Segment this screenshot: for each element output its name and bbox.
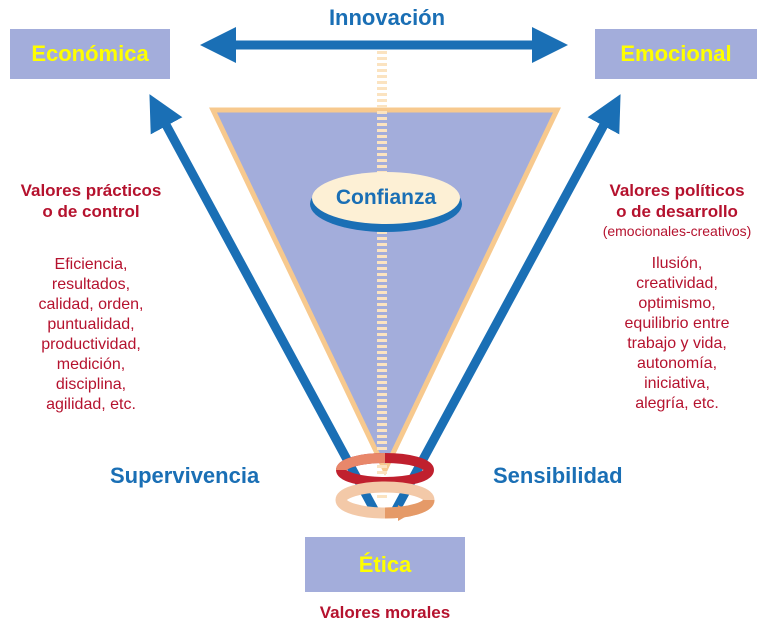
list-item: Eficiencia, xyxy=(54,256,128,273)
edge-innovacion-label: Innovación xyxy=(328,5,446,30)
list-item: creatividad, xyxy=(636,275,718,292)
left-values-block: Valores prácticos o de control Eficienci… xyxy=(0,180,182,415)
right-values-list: Ilusión, creatividad, optimismo, equilib… xyxy=(583,254,771,414)
confidence-triangle xyxy=(209,107,561,476)
left-values-title-2: o de control xyxy=(42,202,140,221)
list-item: agilidad, etc. xyxy=(46,396,136,413)
list-item: autonomía, xyxy=(636,355,718,372)
node-emocional: Emocional xyxy=(595,29,757,79)
left-values-title-1: Valores prácticos xyxy=(20,181,162,200)
list-item: resultados, xyxy=(51,276,131,293)
confianza-label: Confianza xyxy=(335,186,437,209)
cycle-arrow-head xyxy=(398,505,412,521)
survival-arrow xyxy=(149,94,381,518)
list-item: puntualidad, xyxy=(47,316,135,333)
list-item: iniciativa, xyxy=(644,375,710,392)
confidence-oval xyxy=(312,172,460,224)
cycle-ring-front-right xyxy=(384,498,435,519)
list-item: Ilusión, xyxy=(651,255,703,272)
right-values-subtitle: (emocionales-creativos) xyxy=(602,223,752,239)
list-item: optimismo, xyxy=(638,295,716,312)
right-values-block: Valores políticos o de desarrollo (emoci… xyxy=(583,180,771,414)
bottom-caption: Valores morales xyxy=(319,603,451,622)
list-item: equilibrio entre xyxy=(624,315,730,332)
edge-sensibilidad-label: Sensibilidad xyxy=(493,463,623,488)
sensitivity-arrow xyxy=(389,94,621,518)
list-item: alegría, etc. xyxy=(635,395,719,412)
list-item: trabajo y vida, xyxy=(627,335,727,352)
node-economica: Económica xyxy=(10,29,170,79)
node-etica: Ética xyxy=(305,537,465,592)
right-values-title-1: Valores políticos xyxy=(609,181,745,200)
list-item: productividad, xyxy=(41,336,141,353)
list-item: calidad, orden, xyxy=(38,296,144,313)
edge-supervivencia-label: Supervivencia xyxy=(110,463,260,488)
list-item: disciplina, xyxy=(55,376,127,393)
cycle-ring-left xyxy=(336,453,386,472)
left-values-list: Eficiencia, resultados, calidad, orden, … xyxy=(0,255,182,415)
right-values-title-2: o de desarrollo xyxy=(616,202,738,221)
list-item: medición, xyxy=(56,356,126,373)
